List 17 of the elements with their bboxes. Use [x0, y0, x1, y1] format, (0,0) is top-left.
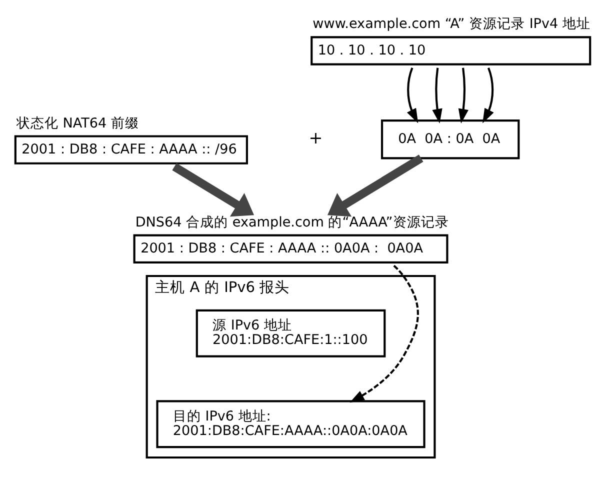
node-box: 目的 IPv6 地址: 2001:DB8:CAFE:AAAA::0A0A:0A0A: [156, 400, 426, 448]
arrow: [172, 162, 254, 216]
arrow: [406, 66, 418, 123]
node-box: 源 IPv6 地址 2001:DB8:CAFE:1::100: [196, 308, 386, 357]
node-label: DNS64 合成的 example.com 的“AAAA”资源记录: [135, 214, 449, 230]
arrow: [350, 264, 419, 402]
node-box: 2001 : DB8 : CAFE : AAAA :: /96: [14, 134, 248, 164]
arrow: [458, 67, 468, 124]
node-label: www.example.com “A” 资源记录 IPv4 地址: [312, 16, 590, 32]
node-label: 状态化 NAT64 前缀: [16, 114, 139, 131]
arrow: [432, 67, 442, 124]
node-box: 0A 0A : 0A 0A: [380, 119, 520, 159]
arrow: [482, 66, 494, 123]
node-box: 10 . 10 . 10 . 10: [310, 36, 592, 65]
arrow: [327, 154, 424, 216]
label: +: [308, 128, 323, 147]
node-box: 2001 : DB8 : CAFE : AAAA :: 0A0A : 0A0A: [133, 234, 448, 263]
